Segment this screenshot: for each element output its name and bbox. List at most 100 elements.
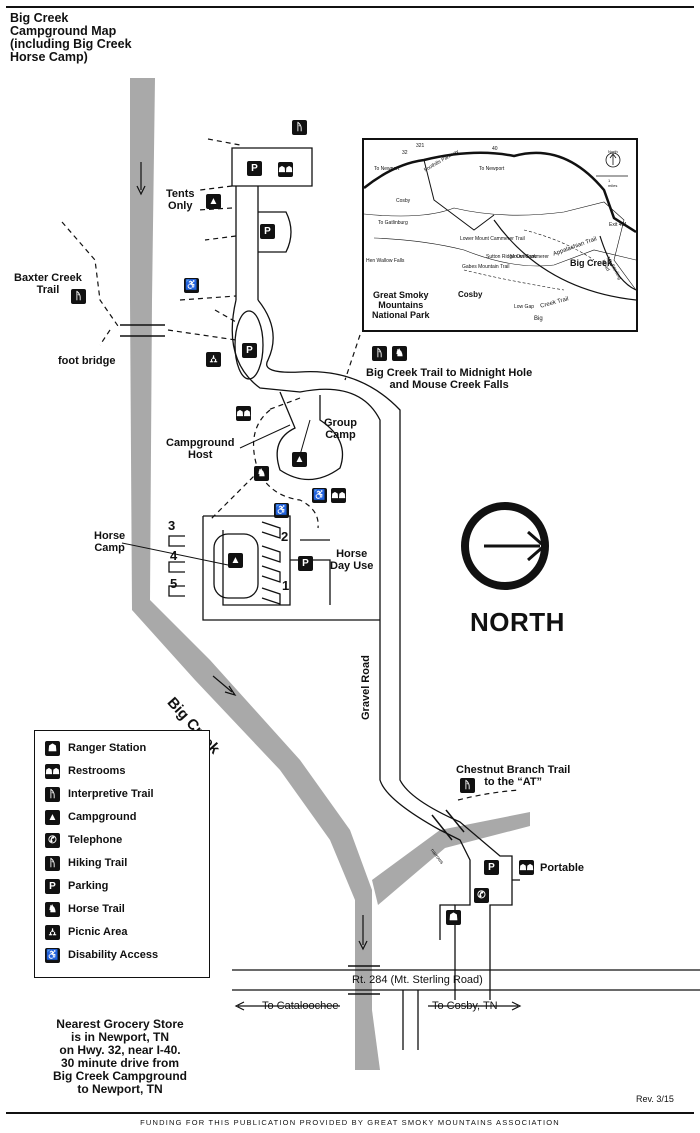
legend-label: Restrooms [68, 765, 126, 777]
inset-locator-map: To Newport To Newport Foothills Parkway … [362, 138, 638, 332]
big-creek-trail-label: Big Creek Trail to Midnight Hole and Mou… [366, 367, 533, 391]
inset-big: Big [534, 316, 543, 322]
inset-miles: 1 miles [608, 178, 618, 188]
site-5: 5 [170, 576, 178, 591]
inset-map-lines [364, 151, 636, 301]
disability-access-icon: ♿ [45, 947, 60, 963]
revision-label: Rev. 3/15 [636, 1094, 674, 1104]
site-2: 2 [281, 529, 289, 544]
legend-row: ᚤ Hiking Trail [45, 854, 127, 872]
legend-row: ✆ Telephone [45, 831, 122, 849]
tents-only-label: Tents Only [166, 188, 195, 212]
site-3: 3 [168, 518, 176, 533]
legend-row: ♞ Horse Trail [45, 900, 125, 918]
foot-bridge-label: foot bridge [58, 355, 116, 367]
legend-label: Campground [68, 811, 137, 823]
legend-label: Hiking Trail [68, 857, 128, 869]
creek-lower [355, 1010, 380, 1070]
restrooms-icon: ☗☗ [331, 488, 346, 503]
legend-row: ☗ Ranger Station [45, 739, 146, 757]
inset-route-40: 40 [492, 146, 498, 152]
inset-north: North [608, 149, 618, 154]
horse-day-use-label: Horse Day Use [330, 548, 374, 572]
legend-label: Horse Trail [68, 903, 125, 915]
legend-label: Picnic Area [68, 926, 128, 938]
parking-icon: P [242, 343, 257, 358]
inset-low-gap: Low Gap [514, 304, 535, 310]
inset-cosby-camp: Cosby [458, 290, 483, 299]
inset-mount-cammerer: Mount Cammerer [510, 254, 549, 260]
north-label: NORTH [470, 607, 565, 637]
inset-hen-wallow: Hen Wallow Falls [366, 258, 405, 264]
legend-label: Parking [68, 880, 109, 892]
picnic-area-icon: ⛼ [45, 924, 60, 940]
inset-to-newport-1: To Newport [374, 166, 400, 172]
telephone-icon: ✆ [45, 832, 60, 848]
ranger-station-icon: ☗ [45, 740, 60, 756]
creek-tributary [372, 812, 530, 905]
legend-row: ⛼ Picnic Area [45, 923, 128, 941]
horse-trail-icon: ♞ [45, 901, 60, 917]
inset-gabes-mountain: Gabes Mountain Trail [462, 264, 510, 270]
parking-icon: P [484, 860, 499, 875]
chestnut-branch-trail-label: Chestnut Branch Trail to the “AT” [456, 764, 571, 788]
inset-lower-mount-cammerer: Lower Mount Cammerer Trail [460, 236, 525, 242]
restrooms-icon: ☗☗ [236, 406, 251, 421]
top-rule [6, 6, 694, 8]
inset-route-321: 321 [416, 143, 425, 149]
site-1: 1 [282, 578, 290, 593]
restrooms-icon: ☗☗ [45, 763, 60, 779]
legend-label: Interpretive Trail [68, 788, 154, 800]
legend-label: Telephone [68, 834, 123, 846]
legend-row: P Parking [45, 877, 108, 895]
interpretive-trail-icon: ᚤ [45, 786, 60, 802]
big-creek-river [130, 78, 372, 1010]
inset-to-newport-2: To Newport [479, 166, 505, 172]
funding-footer: FUNDING FOR THIS PUBLICATION PROVIDED BY… [140, 1118, 560, 1127]
inset-cosby-town: Cosby [396, 198, 411, 204]
restrooms-icon: ☗☗ [278, 162, 293, 177]
hiking-trail-icon: ᚤ [71, 289, 86, 304]
site-4: 4 [170, 548, 178, 563]
parking-icon: P [247, 161, 262, 176]
group-camp-label: Group Camp [324, 417, 357, 441]
telephone-icon: ✆ [474, 888, 489, 903]
inset-route-32: 32 [402, 150, 408, 156]
legend-label: Disability Access [68, 949, 159, 961]
legend-row: ♿ Disability Access [45, 946, 158, 964]
grocery-note: Nearest Grocery Store is in Newport, TN … [52, 1017, 187, 1096]
ranger-station-icon: ☗ [446, 910, 461, 925]
to-cosby-label: To Cosby, TN [432, 1000, 498, 1012]
disability-access-icon: ♿ [312, 488, 327, 503]
map-legend: ☗ Ranger Station ☗☗ Restrooms ᚤ Interpretive … [34, 730, 210, 978]
legend-row: ☗☗ Restrooms [45, 762, 125, 780]
inset-gsmnp: Great Smoky Mountains National Park [372, 290, 430, 320]
restrooms-icon: ☗☗ [519, 860, 534, 875]
inset-sutton-ridge: Sutton Ridge Overlook [486, 254, 537, 260]
campground-host-label: Campground Host [166, 437, 235, 461]
footer-rule [6, 1112, 694, 1114]
hiking-trail-icon: ᚤ [372, 346, 387, 361]
rt284-label: Rt. 284 (Mt. Sterling Road) [352, 974, 483, 986]
legend-label: Ranger Station [68, 742, 147, 754]
horse-camp-label: Horse Camp [94, 530, 126, 554]
to-cataloochee-label: To Cataloochee [262, 1000, 339, 1012]
campground-icon: ▲ [228, 553, 243, 568]
legend-row: ▲ Campground [45, 808, 136, 826]
inset-big-creek: Big Creek [570, 258, 613, 268]
baxter-creek-trail-label: Baxter Creek Trail [14, 272, 82, 296]
picnic-area-icon: ⛼ [206, 352, 221, 367]
disability-access-icon: ♿ [184, 278, 199, 293]
horse-trail-icon: ♞ [392, 346, 407, 361]
inset-to-gatlinburg: To Gatlinburg [378, 220, 408, 226]
parking-icon: P [260, 224, 275, 239]
parking-icon: P [45, 878, 60, 894]
horse-trail-icon: ♞ [254, 466, 269, 481]
campground-icon: ▲ [206, 194, 221, 209]
disability-access-icon: ♿ [274, 503, 289, 518]
portable-label: Portable [540, 862, 585, 874]
campground-icon: ▲ [45, 809, 60, 825]
campground-icon: ▲ [292, 452, 307, 467]
hiking-trail-icon: ᚤ [45, 855, 60, 871]
